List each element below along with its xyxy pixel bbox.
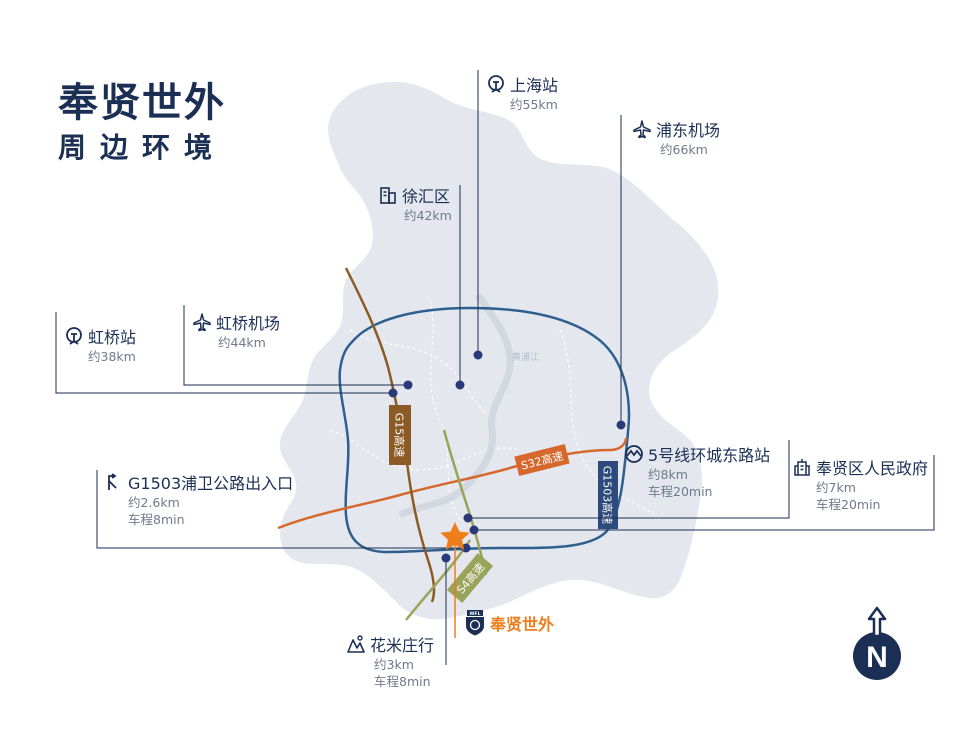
train-station-icon: [488, 75, 504, 93]
poi-name: 奉贤区人民政府: [816, 459, 929, 478]
poi-name: 浦东机场: [656, 121, 721, 140]
poi-distance: 约3km: [374, 657, 414, 672]
poi-name: G1503浦卫公路出入口: [128, 474, 294, 493]
poi-distance: 约38km: [88, 349, 136, 364]
xuhui-dot: [455, 380, 465, 390]
poi-drive-time: 车程20min: [648, 484, 713, 499]
poi-xuhui: 徐汇区 约42km: [378, 183, 452, 224]
g1503-badge: G1503高速: [598, 461, 618, 529]
leader-lines: [55, 70, 935, 665]
district-boundaries: [329, 299, 661, 521]
poi-pudong-airport: 浦东机场 约66km: [632, 117, 720, 158]
g1503-badge-label: G1503高速: [601, 466, 615, 525]
fengxian-gov-dot: [469, 525, 479, 535]
location-dots: [388, 350, 626, 563]
school-shield-icon: WFL: [466, 610, 484, 636]
airplane-icon: [193, 313, 211, 332]
airplane-icon: [633, 120, 651, 139]
huangpu-river: [398, 293, 514, 519]
poi-g1503-exit: G1503浦卫公路出入口 约2.6km 车程8min: [104, 470, 293, 528]
pudong-airport-dot: [616, 420, 626, 430]
hongqiao-station-dot: [388, 388, 398, 398]
shanghai-station-dot: [473, 350, 483, 360]
poi-name: 上海站: [510, 76, 559, 95]
poi-distance: 约8km: [648, 467, 688, 482]
poi-distance: 约2.6km: [128, 495, 180, 510]
huami-dot: [441, 553, 451, 563]
poi-distance: 约7km: [816, 480, 856, 495]
page-title: 奉贤世外: [58, 80, 226, 126]
poi-drive-time: 车程8min: [128, 512, 185, 527]
poi-name: 徐汇区: [402, 187, 451, 206]
poi-drive-time: 车程8min: [374, 674, 431, 689]
highway-exit-icon: [108, 473, 117, 490]
poi-fengxian-gov: 奉贤区人民政府 约7km 车程20min: [792, 455, 928, 513]
poi-distance: 约42km: [404, 208, 452, 223]
poi-name: 5号线环城东路站: [648, 446, 771, 465]
flower-park-icon: [347, 635, 365, 653]
s32-badge: S32高速: [514, 444, 570, 476]
train-station-icon: [66, 327, 82, 345]
north-compass: N: [853, 606, 901, 680]
g1503-exit-dot: [461, 543, 471, 553]
poi-school: WFL 奉贤世外: [464, 610, 554, 636]
metro-icon: [625, 445, 643, 463]
poi-distance: 约44km: [218, 335, 266, 350]
g15-highway: [344, 267, 436, 603]
g15-badge-label: G15高速: [393, 413, 407, 458]
poi-shanghai-station: 上海站 约55km: [486, 72, 558, 113]
school-name: 奉贤世外: [490, 615, 555, 634]
school-logo-text: WFL: [470, 611, 481, 617]
north-arrow-icon: [867, 606, 887, 638]
s32-highway: [277, 437, 628, 530]
building-icon: [380, 187, 396, 204]
poi-drive-time: 车程20min: [816, 497, 881, 512]
page-subtitle: 周边环境: [58, 131, 227, 164]
poi-huami: 花米庄行 约3km 车程8min: [346, 632, 434, 690]
government-building-icon: [794, 459, 810, 476]
poi-distance: 约66km: [660, 142, 708, 157]
poi-name: 虹桥机场: [216, 314, 281, 333]
compass-circle: [853, 632, 901, 680]
school-star-marker: [440, 522, 470, 550]
river-label: 黄浦江: [512, 351, 539, 363]
poi-hongqiao-station: 虹桥站 约38km: [64, 324, 136, 365]
line5-station-dot: [463, 513, 473, 523]
poi-name: 虹桥站: [88, 328, 137, 347]
poi-distance: 约55km: [510, 97, 558, 112]
g15-badge: G15高速: [389, 405, 411, 465]
poi-line5-station: 5号线环城东路站 约8km 车程20min: [624, 442, 770, 500]
compass-letter: N: [866, 641, 888, 674]
poi-name: 花米庄行: [370, 636, 435, 655]
poi-hongqiao-airport: 虹桥机场 约44km: [192, 310, 280, 351]
hongqiao-airport-dot: [403, 380, 413, 390]
g1503-ring-road: [338, 306, 631, 554]
